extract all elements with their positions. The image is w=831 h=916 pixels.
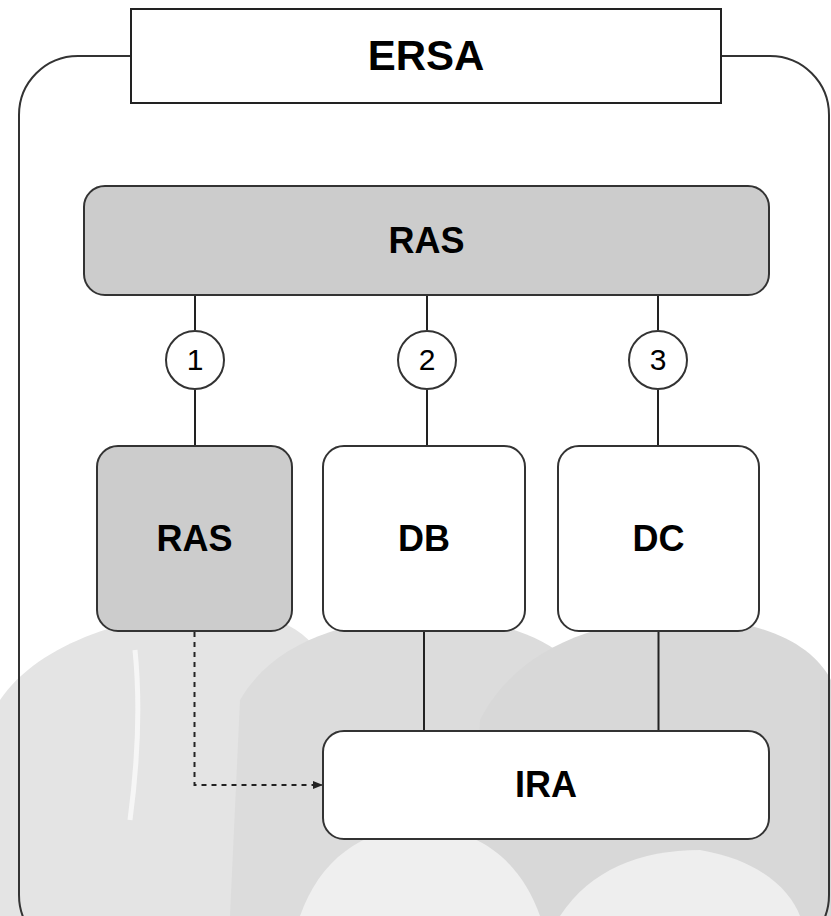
connector-line [657, 390, 659, 445]
node-label: 3 [650, 343, 667, 377]
dashed-connector [195, 632, 323, 785]
system-frame: ERSARAS123RASDBDCIRA [18, 55, 830, 916]
connector-line [657, 296, 659, 330]
callout-circle: 2 [397, 330, 457, 390]
database-box: DB [322, 445, 526, 632]
title-box: ERSA [130, 8, 722, 104]
node-label: RAS [388, 220, 464, 262]
connector-line [194, 390, 196, 445]
node-label: 2 [419, 343, 436, 377]
connector-line [194, 296, 196, 330]
node-label: DC [633, 518, 685, 560]
connector-line [423, 632, 425, 730]
hair-parting [130, 650, 138, 820]
callout-circle: 3 [628, 330, 688, 390]
server-box: RAS [96, 445, 293, 632]
controller-box: DC [557, 445, 760, 632]
node-label: DB [398, 518, 450, 560]
face-shape [560, 850, 800, 916]
connector-line [658, 632, 660, 730]
server-band: RAS [83, 185, 770, 296]
node-label: RAS [156, 518, 232, 560]
node-label: 1 [187, 343, 204, 377]
connector-line [426, 296, 428, 330]
agent-box: IRA [322, 730, 770, 840]
node-label: ERSA [368, 32, 485, 80]
node-label: IRA [515, 764, 577, 806]
callout-circle: 1 [165, 330, 225, 390]
connector-line [426, 390, 428, 445]
